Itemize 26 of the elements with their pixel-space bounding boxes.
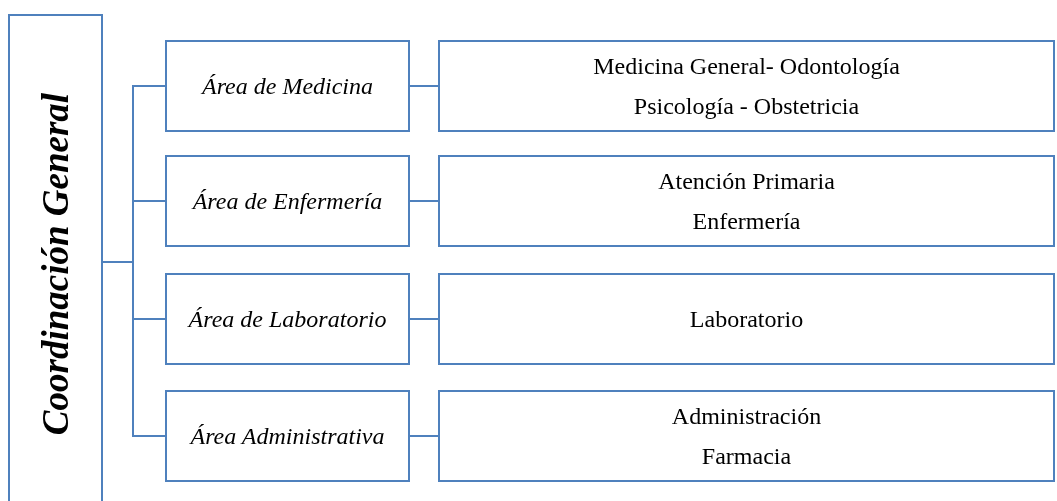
- unit-box: [438, 390, 1055, 482]
- vertical-title: Coordinación General: [34, 92, 76, 436]
- unit-box: [438, 273, 1055, 365]
- title-box: [8, 14, 103, 501]
- connector-line: [409, 200, 439, 202]
- connector-line: [409, 85, 439, 87]
- area-box: [165, 390, 410, 482]
- connector-line: [409, 318, 439, 320]
- unit-label: Medicina General- Odontología: [592, 52, 901, 81]
- area-label: Área de Laboratorio: [186, 305, 388, 334]
- area-label: Área de Enfermería: [190, 187, 384, 216]
- area-box: [165, 40, 410, 132]
- area-label: Área de Medicina: [200, 72, 374, 101]
- unit-label: Administración: [670, 402, 823, 431]
- unit-label: Enfermería: [691, 207, 802, 236]
- unit-label: Psicología - Obstetricia: [632, 92, 861, 121]
- area-label: Área Administrativa: [188, 422, 386, 451]
- unit-label: Farmacia: [700, 442, 793, 471]
- unit-box: [438, 155, 1055, 247]
- area-box: [165, 273, 410, 365]
- unit-box: [438, 40, 1055, 132]
- unit-label: Atención Primaria: [657, 167, 836, 196]
- connector-line: [409, 435, 439, 437]
- unit-label: Laboratorio: [688, 305, 805, 334]
- area-box: [165, 155, 410, 247]
- connector-line: [102, 261, 166, 437]
